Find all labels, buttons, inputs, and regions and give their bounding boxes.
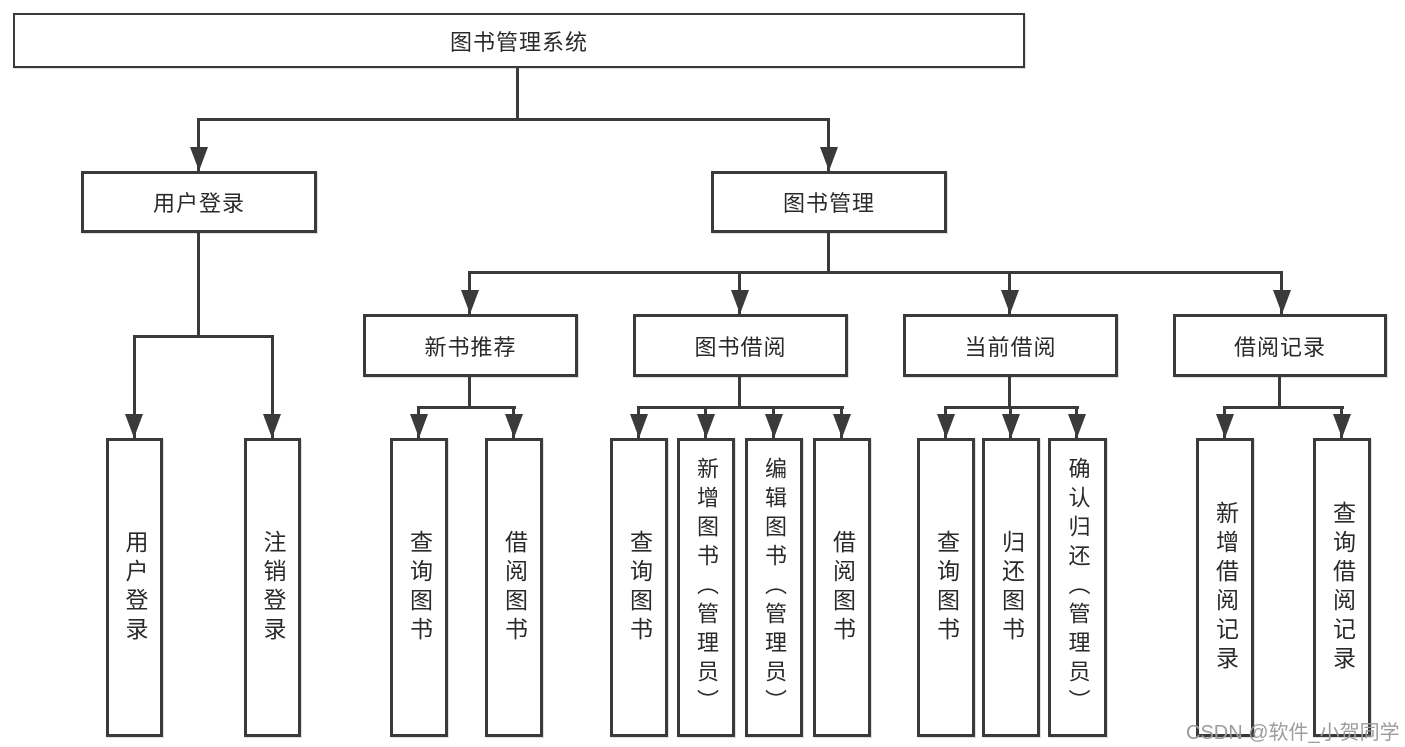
node-user-login: 用户登录 — [81, 171, 317, 233]
leaf-query-books: 查询图书 — [390, 438, 448, 737]
arrow-down-icon — [731, 290, 749, 314]
arrow-down-icon — [190, 147, 208, 171]
connector-shaft — [271, 335, 274, 438]
arrow-down-icon — [1333, 414, 1351, 438]
arrow-down-icon — [833, 414, 851, 438]
leaf-user-login: 用户登录 — [106, 438, 163, 737]
arrow-down-icon — [1273, 290, 1291, 314]
node-label: 借阅记录 — [1233, 334, 1326, 360]
arrow-down-icon — [1216, 414, 1234, 438]
leaf-label: 注销登录 — [260, 529, 286, 646]
arrow-down-icon — [410, 414, 428, 438]
connector-line — [197, 118, 830, 121]
leaf-query-borrow-record: 查询借阅记录 — [1313, 438, 1371, 737]
connector-shaft — [133, 335, 136, 438]
connector-stem — [516, 68, 519, 118]
arrow-down-icon — [1068, 414, 1086, 438]
leaf-add-borrow-record: 新增借阅记录 — [1196, 438, 1254, 737]
leaf-add-book-admin: 新增图书（管理员） — [677, 438, 735, 737]
leaf-borrow-book: 借阅图书 — [813, 438, 871, 737]
leaf-label: 新增图书（管理员） — [694, 457, 719, 718]
arrow-down-icon — [937, 414, 955, 438]
connector-line — [1223, 406, 1344, 409]
leaf-current-query-books: 查询图书 — [917, 438, 975, 737]
connector-stem — [1278, 377, 1281, 406]
leaf-logout: 注销登录 — [244, 438, 301, 737]
connector-line — [133, 335, 274, 338]
arrow-down-icon — [263, 414, 281, 438]
leaf-borrow-query-books: 查询图书 — [610, 438, 668, 737]
leaf-borrow-books: 借阅图书 — [485, 438, 543, 737]
connector-shaft — [197, 118, 200, 171]
node-label: 当前借阅 — [964, 334, 1057, 360]
arrow-down-icon — [765, 414, 783, 438]
node-label: 用户登录 — [152, 191, 245, 216]
leaf-label: 归还图书 — [998, 529, 1025, 646]
arrow-down-icon — [125, 414, 143, 438]
connector-line — [637, 406, 844, 409]
connector-line — [417, 406, 516, 409]
leaf-label: 查询借阅记录 — [1329, 500, 1356, 675]
arrow-down-icon — [820, 147, 838, 171]
node-label: 图书管理 — [782, 191, 875, 216]
node-root: 图书管理系统 — [13, 13, 1025, 68]
node-label: 图书管理系统 — [449, 29, 588, 55]
connector-stem — [827, 233, 830, 271]
leaf-label: 借阅图书 — [829, 529, 856, 646]
watermark: CSDN @软件_小贺同学 — [1186, 722, 1400, 744]
arrow-down-icon — [1002, 414, 1020, 438]
node-new-book-recommend: 新书推荐 — [363, 314, 578, 377]
leaf-edit-book-admin: 编辑图书（管理员） — [745, 438, 803, 737]
leaf-label: 查询图书 — [406, 529, 433, 646]
node-borrow-records: 借阅记录 — [1173, 314, 1387, 377]
leaf-label: 用户登录 — [122, 529, 148, 646]
node-book-management: 图书管理 — [711, 171, 947, 233]
arrow-down-icon — [630, 414, 648, 438]
leaf-confirm-return-admin: 确认归还（管理员） — [1048, 438, 1107, 737]
connector-stem — [1008, 377, 1011, 406]
arrow-down-icon — [1001, 290, 1019, 314]
leaf-label: 编辑图书（管理员） — [762, 457, 787, 718]
node-book-borrow: 图书借阅 — [633, 314, 848, 377]
node-label: 新书推荐 — [424, 334, 517, 360]
leaf-label: 新增借阅记录 — [1212, 500, 1239, 675]
arrow-down-icon — [697, 414, 715, 438]
connector-stem — [197, 233, 200, 335]
node-label: 图书借阅 — [694, 334, 787, 360]
leaf-label: 借阅图书 — [501, 529, 528, 646]
connector-line — [468, 271, 1283, 274]
leaf-return-book: 归还图书 — [982, 438, 1040, 737]
node-current-borrow: 当前借阅 — [903, 314, 1118, 377]
connector-shaft — [827, 118, 830, 171]
leaf-label: 查询图书 — [626, 529, 653, 646]
connector-stem — [738, 377, 741, 406]
arrow-down-icon — [461, 290, 479, 314]
connector-stem — [468, 377, 471, 406]
leaf-label: 查询图书 — [933, 529, 960, 646]
arrow-down-icon — [505, 414, 523, 438]
leaf-label: 确认归还（管理员） — [1065, 457, 1091, 718]
